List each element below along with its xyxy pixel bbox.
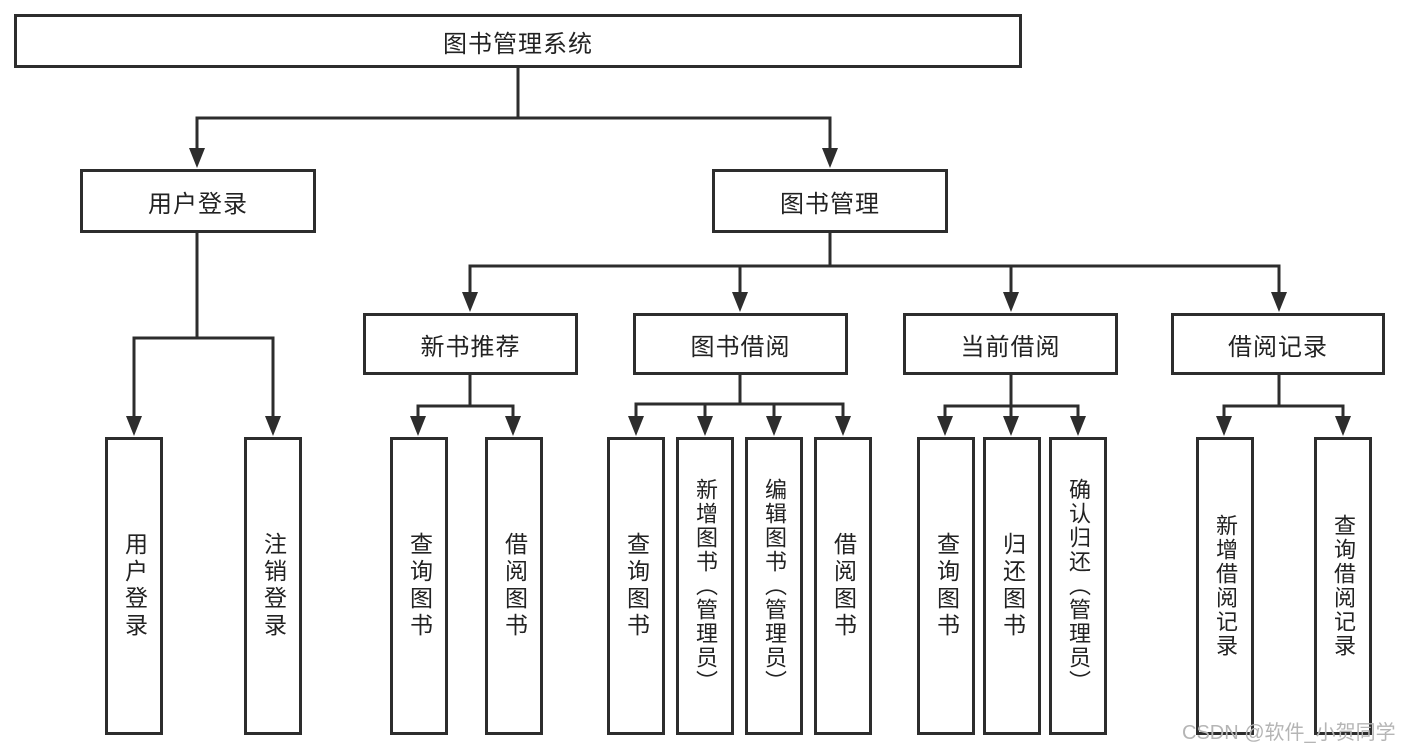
leaf-logout: 注销登录 — [244, 437, 302, 735]
arrowheads — [126, 148, 1351, 436]
leaf-confirm-return-admin: 确认归还（管理员） — [1049, 437, 1107, 735]
leaf-user-login: 用户登录 — [105, 437, 163, 735]
leaf-borrow-books: 借阅图书 — [814, 437, 872, 735]
leaf-newbook-borrow-books: 借阅图书 — [485, 437, 543, 735]
node-new-book-recommend: 新书推荐 — [363, 313, 578, 375]
leaf-query-borrow-record: 查询借阅记录 — [1314, 437, 1372, 735]
leaf-add-book-admin: 新增图书（管理员） — [676, 437, 734, 735]
leaf-current-query-books: 查询图书 — [917, 437, 975, 735]
node-borrow-record: 借阅记录 — [1171, 313, 1385, 375]
leaf-newbook-query-books: 查询图书 — [390, 437, 448, 735]
node-user-login: 用户登录 — [80, 169, 316, 233]
csdn-watermark: CSDN @软件_小贺同学 — [1182, 722, 1396, 744]
node-book-borrow: 图书借阅 — [633, 313, 848, 375]
leaf-borrow-query-books: 查询图书 — [607, 437, 665, 735]
leaf-add-borrow-record: 新增借阅记录 — [1196, 437, 1254, 735]
node-system-root: 图书管理系统 — [14, 14, 1022, 68]
leaf-edit-book-admin: 编辑图书（管理员） — [745, 437, 803, 735]
node-current-borrow: 当前借阅 — [903, 313, 1118, 375]
node-book-management: 图书管理 — [712, 169, 948, 233]
leaf-return-books: 归还图书 — [983, 437, 1041, 735]
